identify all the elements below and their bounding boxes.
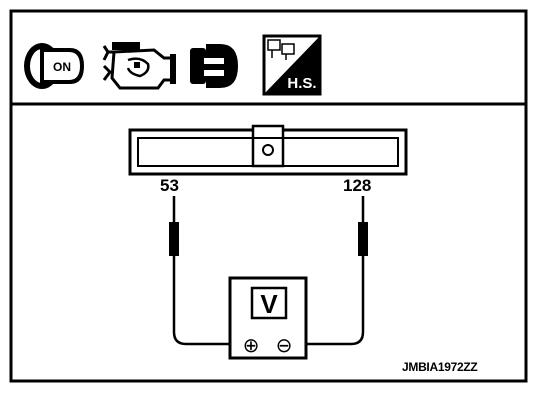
harness-side-icon: H.S. bbox=[262, 34, 322, 96]
connector-icon bbox=[190, 44, 238, 88]
pin-label-right: 128 bbox=[343, 176, 372, 195]
engine-icon bbox=[102, 42, 176, 90]
probe-lead-left bbox=[169, 196, 240, 346]
probe-lead-right bbox=[292, 196, 368, 346]
negative-terminal-icon: ⊖ bbox=[276, 333, 293, 357]
ignition-on-label: ON bbox=[53, 60, 71, 74]
reference-code: JMBIA1972ZZ bbox=[402, 360, 478, 374]
ignition-key-icon: ON bbox=[24, 43, 84, 89]
voltmeter-label: V bbox=[260, 289, 278, 319]
voltmeter: V ⊕ ⊖ bbox=[228, 276, 308, 360]
positive-terminal-icon: ⊕ bbox=[243, 333, 260, 357]
harness-connector bbox=[128, 124, 408, 176]
pin-label-left: 53 bbox=[160, 176, 179, 195]
harness-side-label: H.S. bbox=[287, 75, 316, 92]
connector-lock-hole bbox=[262, 144, 274, 156]
diagram-frame bbox=[9, 9, 528, 383]
